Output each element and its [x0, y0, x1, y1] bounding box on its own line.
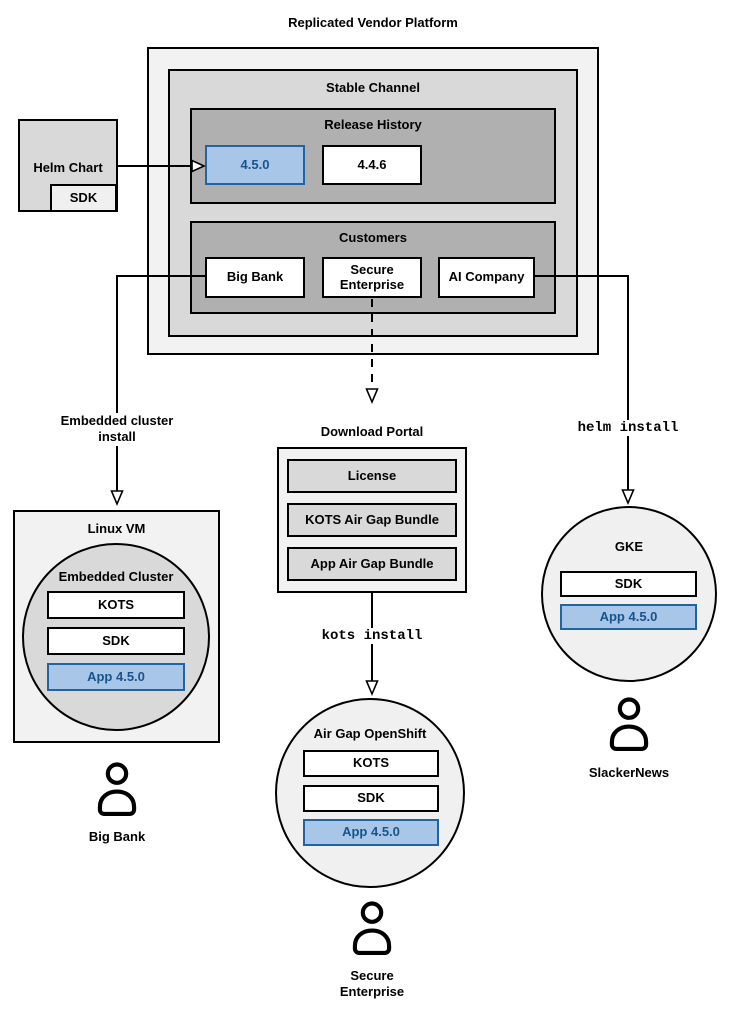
arrowhead-gke: [621, 489, 635, 506]
helm-chart-label: Helm Chart: [33, 160, 103, 175]
embedded-cluster-app-box: App 4.5.0: [47, 663, 185, 691]
stable-channel-title: Stable Channel: [326, 80, 420, 95]
secure-enterprise-user: [347, 900, 397, 962]
download-portal-title: Download Portal: [320, 424, 424, 439]
embedded-cluster-title: Embedded Cluster: [58, 569, 174, 584]
app-air-gap-bundle-box: App Air Gap Bundle: [287, 547, 457, 581]
diagram-title: Replicated Vendor Platform: [288, 15, 458, 30]
release-version-446-box: 4.4.6: [322, 145, 422, 185]
customer-secure-enterprise-box: Secure Enterprise: [322, 257, 422, 298]
embedded-cluster-install-label: Embedded cluster install: [57, 413, 177, 446]
slackernews-persona-label: SlackerNews: [588, 765, 670, 780]
helm-install-label: helm install: [568, 420, 688, 436]
arrowhead-download-portal: [365, 388, 379, 405]
user-icon: [97, 762, 137, 816]
gke-app-box: App 4.5.0: [560, 604, 697, 630]
release-history-title: Release History: [324, 117, 422, 132]
user-icon: [609, 697, 649, 751]
customers-title: Customers: [339, 230, 407, 245]
kots-air-gap-bundle-box: KOTS Air Gap Bundle: [287, 503, 457, 537]
air-gap-openshift-title: Air Gap OpenShift: [313, 726, 427, 741]
helm-chart-sdk-box: SDK: [50, 184, 117, 212]
openshift-app-box: App 4.5.0: [303, 819, 439, 846]
kots-install-label: kots install: [312, 628, 432, 644]
big-bank-persona-label: Big Bank: [88, 829, 146, 844]
arrowhead-openshift: [365, 680, 379, 697]
customer-ai-company-box: AI Company: [438, 257, 535, 298]
arrowhead-linux-vm: [110, 490, 124, 507]
embedded-cluster-kots-box: KOTS: [47, 591, 185, 619]
slackernews-user: [604, 696, 654, 758]
embedded-cluster-sdk-box: SDK: [47, 627, 185, 655]
openshift-sdk-box: SDK: [303, 785, 439, 812]
openshift-kots-box: KOTS: [303, 750, 439, 777]
secure-enterprise-persona-label: Secure Enterprise: [339, 968, 405, 999]
kots-install-text: kots install: [319, 628, 425, 644]
user-icon: [352, 901, 392, 955]
helm-install-text: helm install: [575, 420, 681, 436]
linux-vm-title: Linux VM: [87, 521, 146, 536]
big-bank-user: [92, 761, 142, 823]
gke-sdk-box: SDK: [560, 571, 697, 597]
license-box: License: [287, 459, 457, 493]
customer-big-bank-box: Big Bank: [205, 257, 305, 298]
release-version-450-box: 4.5.0: [205, 145, 305, 185]
gke-title: GKE: [614, 539, 644, 554]
